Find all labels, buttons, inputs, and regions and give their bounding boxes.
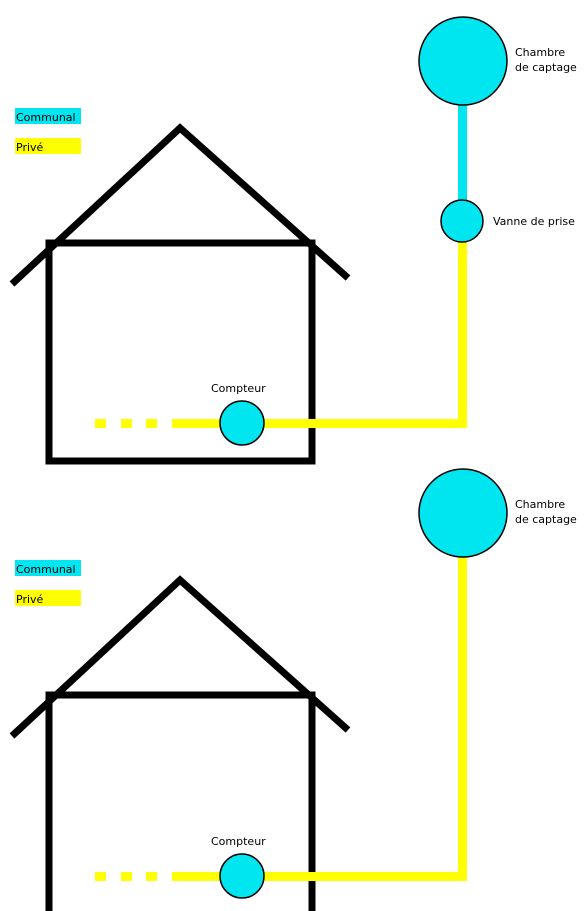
legend-communal-swatch bbox=[15, 108, 81, 124]
legend-top: Communal Privé bbox=[15, 108, 81, 154]
compteur-label: Compteur bbox=[211, 382, 266, 395]
chambre-label-line1: Chambre bbox=[515, 46, 565, 59]
private-pipe-top bbox=[95, 240, 467, 428]
vanne-label: Vanne de prise bbox=[493, 215, 575, 228]
legend-communal-label: Communal bbox=[16, 563, 76, 576]
compteur-label: Compteur bbox=[211, 835, 266, 848]
pipe-dash bbox=[146, 419, 157, 428]
diagram-top: Communal Privé Chambre de captage Vanne … bbox=[9, 16, 577, 465]
pipe-segment bbox=[172, 872, 467, 881]
house-bottom bbox=[9, 575, 351, 911]
house-walls bbox=[45, 691, 316, 911]
pipe-segment bbox=[172, 419, 467, 428]
pipe-vertical bbox=[458, 550, 467, 881]
pipe-dash bbox=[95, 872, 106, 881]
chambre-de-captage-circle bbox=[418, 16, 508, 106]
diagram-bottom: Communal Privé Chambre de captage Compte… bbox=[9, 468, 577, 911]
vanne-de-prise-circle bbox=[440, 199, 484, 243]
legend-bottom: Communal Privé bbox=[15, 560, 81, 606]
legend-prive-swatch bbox=[15, 138, 81, 154]
pipe-dash bbox=[95, 419, 106, 428]
compteur-circle bbox=[219, 400, 265, 446]
private-pipe-bottom bbox=[95, 550, 467, 881]
chambre-de-captage-circle bbox=[418, 468, 508, 558]
legend-prive-label: Privé bbox=[16, 141, 44, 154]
house-walls bbox=[45, 239, 316, 465]
chambre-label-line1: Chambre bbox=[515, 498, 565, 511]
house-roof bbox=[9, 575, 351, 739]
legend-prive-label: Privé bbox=[16, 593, 44, 606]
house-roof bbox=[9, 123, 351, 287]
house-top bbox=[9, 123, 351, 465]
legend-prive-swatch bbox=[15, 590, 81, 606]
chambre-label-line2: de captage bbox=[515, 513, 577, 526]
communal-pipe-top bbox=[458, 100, 467, 205]
legend-communal-swatch bbox=[15, 560, 81, 576]
pipe-dash bbox=[121, 872, 132, 881]
pipe-dash bbox=[121, 419, 132, 428]
legend-communal-label: Communal bbox=[16, 111, 76, 124]
compteur-circle bbox=[219, 853, 265, 899]
chambre-label-line2: de captage bbox=[515, 61, 577, 74]
pipe-dash bbox=[146, 872, 157, 881]
pipe-vertical bbox=[458, 240, 467, 428]
